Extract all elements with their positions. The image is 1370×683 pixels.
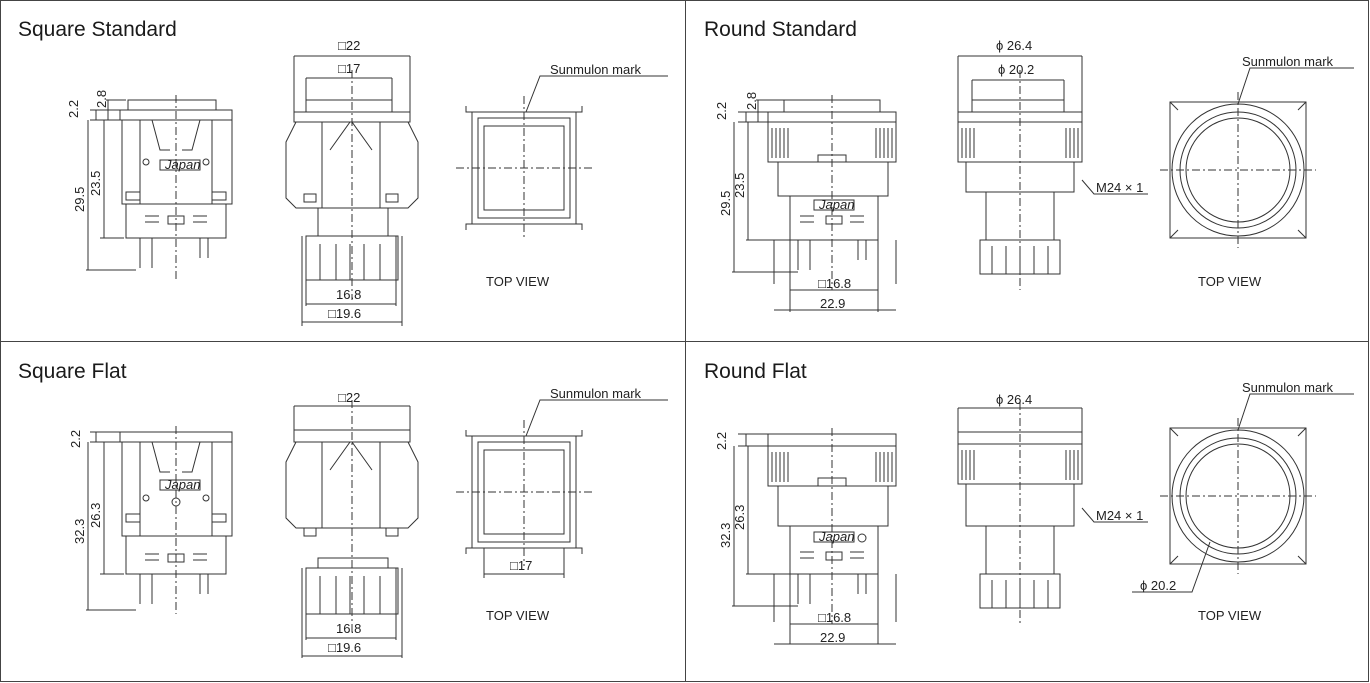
dim-bottom-inner: □16.8 — [818, 610, 851, 625]
dim-2-2: 2.2 — [66, 100, 81, 118]
dim-bottom-outer: 22.9 — [820, 630, 845, 645]
top-view-label: TOP VIEW — [1198, 608, 1262, 623]
sunmulon-mark-label: Sunmulon mark — [550, 386, 642, 401]
japan-badge — [813, 199, 855, 211]
japan-badge — [813, 531, 855, 543]
front-view — [957, 402, 1148, 624]
square-standard-drawing: Japan 2.2 2.8 29.5 23.5 □22 □17 16.8 □19… — [66, 38, 668, 326]
dim-thread: M24 × 1 — [1096, 180, 1143, 195]
japan-label: Japan — [164, 157, 200, 172]
dim-top-outer: ϕ 26.4 — [996, 392, 1032, 407]
top-view-label: TOP VIEW — [486, 608, 550, 623]
round-flat-drawing: Japan 2.2 32.3 26.3 □16.8 22.9 ϕ 26.4 M2… — [714, 380, 1354, 645]
dim-23-5: 23.5 — [732, 173, 747, 198]
side-view — [767, 428, 897, 624]
dim-2-8: 2.8 — [94, 90, 109, 108]
side-dims — [732, 99, 897, 312]
dim-view-inner: □17 — [510, 558, 532, 573]
dim-bottom-inner: 16.8 — [336, 621, 361, 636]
dim-bottom-inner: □16.8 — [818, 276, 851, 291]
panel-square-flat: Square Flat Japan 2.2 32.3 26.3 — [0, 342, 684, 682]
dim-bottom-inner: 16.8 — [336, 287, 361, 302]
japan-badge — [159, 159, 201, 171]
square-flat-drawing: Japan 2.2 32.3 26.3 □22 16.8 □19.6 — [68, 386, 668, 658]
top-view-label: TOP VIEW — [486, 274, 550, 289]
round-standard-drawing: Japan 2.2 2.8 29.5 23.5 □16.8 22.9 ϕ 26.… — [714, 38, 1354, 312]
front-view — [285, 400, 419, 658]
dim-26-3: 26.3 — [88, 503, 103, 528]
front-view — [285, 55, 419, 326]
japan-label: Japan — [164, 477, 200, 492]
dim-29-5: 29.5 — [72, 187, 87, 212]
dim-29-5: 29.5 — [718, 191, 733, 216]
panel-title: Round Standard — [704, 18, 857, 41]
panel-round-flat: Round Flat Japan 2.2 32.3 26.3 □16.8 22.… — [686, 342, 1370, 682]
sunmulon-mark-label: Sunmulon mark — [1242, 380, 1334, 395]
sunmulon-mark-label: Sunmulon mark — [550, 62, 642, 77]
dim-2-2: 2.2 — [714, 102, 729, 120]
top-view — [1160, 67, 1354, 248]
dim-top-outer: □22 — [338, 390, 360, 405]
dim-26-3: 26.3 — [732, 505, 747, 530]
side-view — [119, 426, 233, 614]
side-dims — [732, 433, 897, 645]
dim-view-inner: ϕ 20.2 — [1140, 578, 1176, 593]
japan-label: Japan — [818, 529, 854, 544]
top-view — [456, 399, 668, 578]
front-view — [957, 55, 1148, 290]
top-view-label: TOP VIEW — [1198, 274, 1262, 289]
panel-title: Square Standard — [18, 18, 177, 41]
horizontal-divider — [0, 341, 1369, 342]
dim-bottom-outer: □19.6 — [328, 640, 361, 655]
side-dims — [86, 99, 136, 271]
dim-top-inner: ϕ 20.2 — [998, 62, 1034, 77]
dim-top-outer: ϕ 26.4 — [996, 38, 1032, 53]
japan-badge — [159, 479, 201, 491]
side-dims — [86, 431, 136, 611]
dim-bottom-outer: 22.9 — [820, 296, 845, 311]
dim-32-3: 32.3 — [718, 523, 733, 548]
dim-32-3: 32.3 — [72, 519, 87, 544]
side-view — [767, 95, 897, 290]
dim-thread: M24 × 1 — [1096, 508, 1143, 523]
panel-round-standard: Round Standard Japan 2.2 2.8 29.5 23.5 □… — [686, 0, 1370, 340]
dim-top-inner: □17 — [338, 61, 360, 76]
sunmulon-mark-label: Sunmulon mark — [1242, 54, 1334, 69]
panel-square-standard: Square Standard Japan 2.2 2.8 29.5 23.5 — [0, 0, 684, 340]
top-view — [456, 75, 668, 240]
dim-top-outer: □22 — [338, 38, 360, 53]
dim-2-8: 2.8 — [744, 92, 759, 110]
top-view — [1132, 393, 1354, 593]
dim-bottom-outer: □19.6 — [328, 306, 361, 321]
side-view — [119, 95, 233, 280]
japan-label: Japan — [818, 197, 854, 212]
dim-2-2: 2.2 — [68, 430, 83, 448]
panel-title: Round Flat — [704, 360, 807, 383]
dim-23-5: 23.5 — [88, 171, 103, 196]
dim-2-2: 2.2 — [714, 432, 729, 450]
panel-title: Square Flat — [18, 360, 127, 383]
